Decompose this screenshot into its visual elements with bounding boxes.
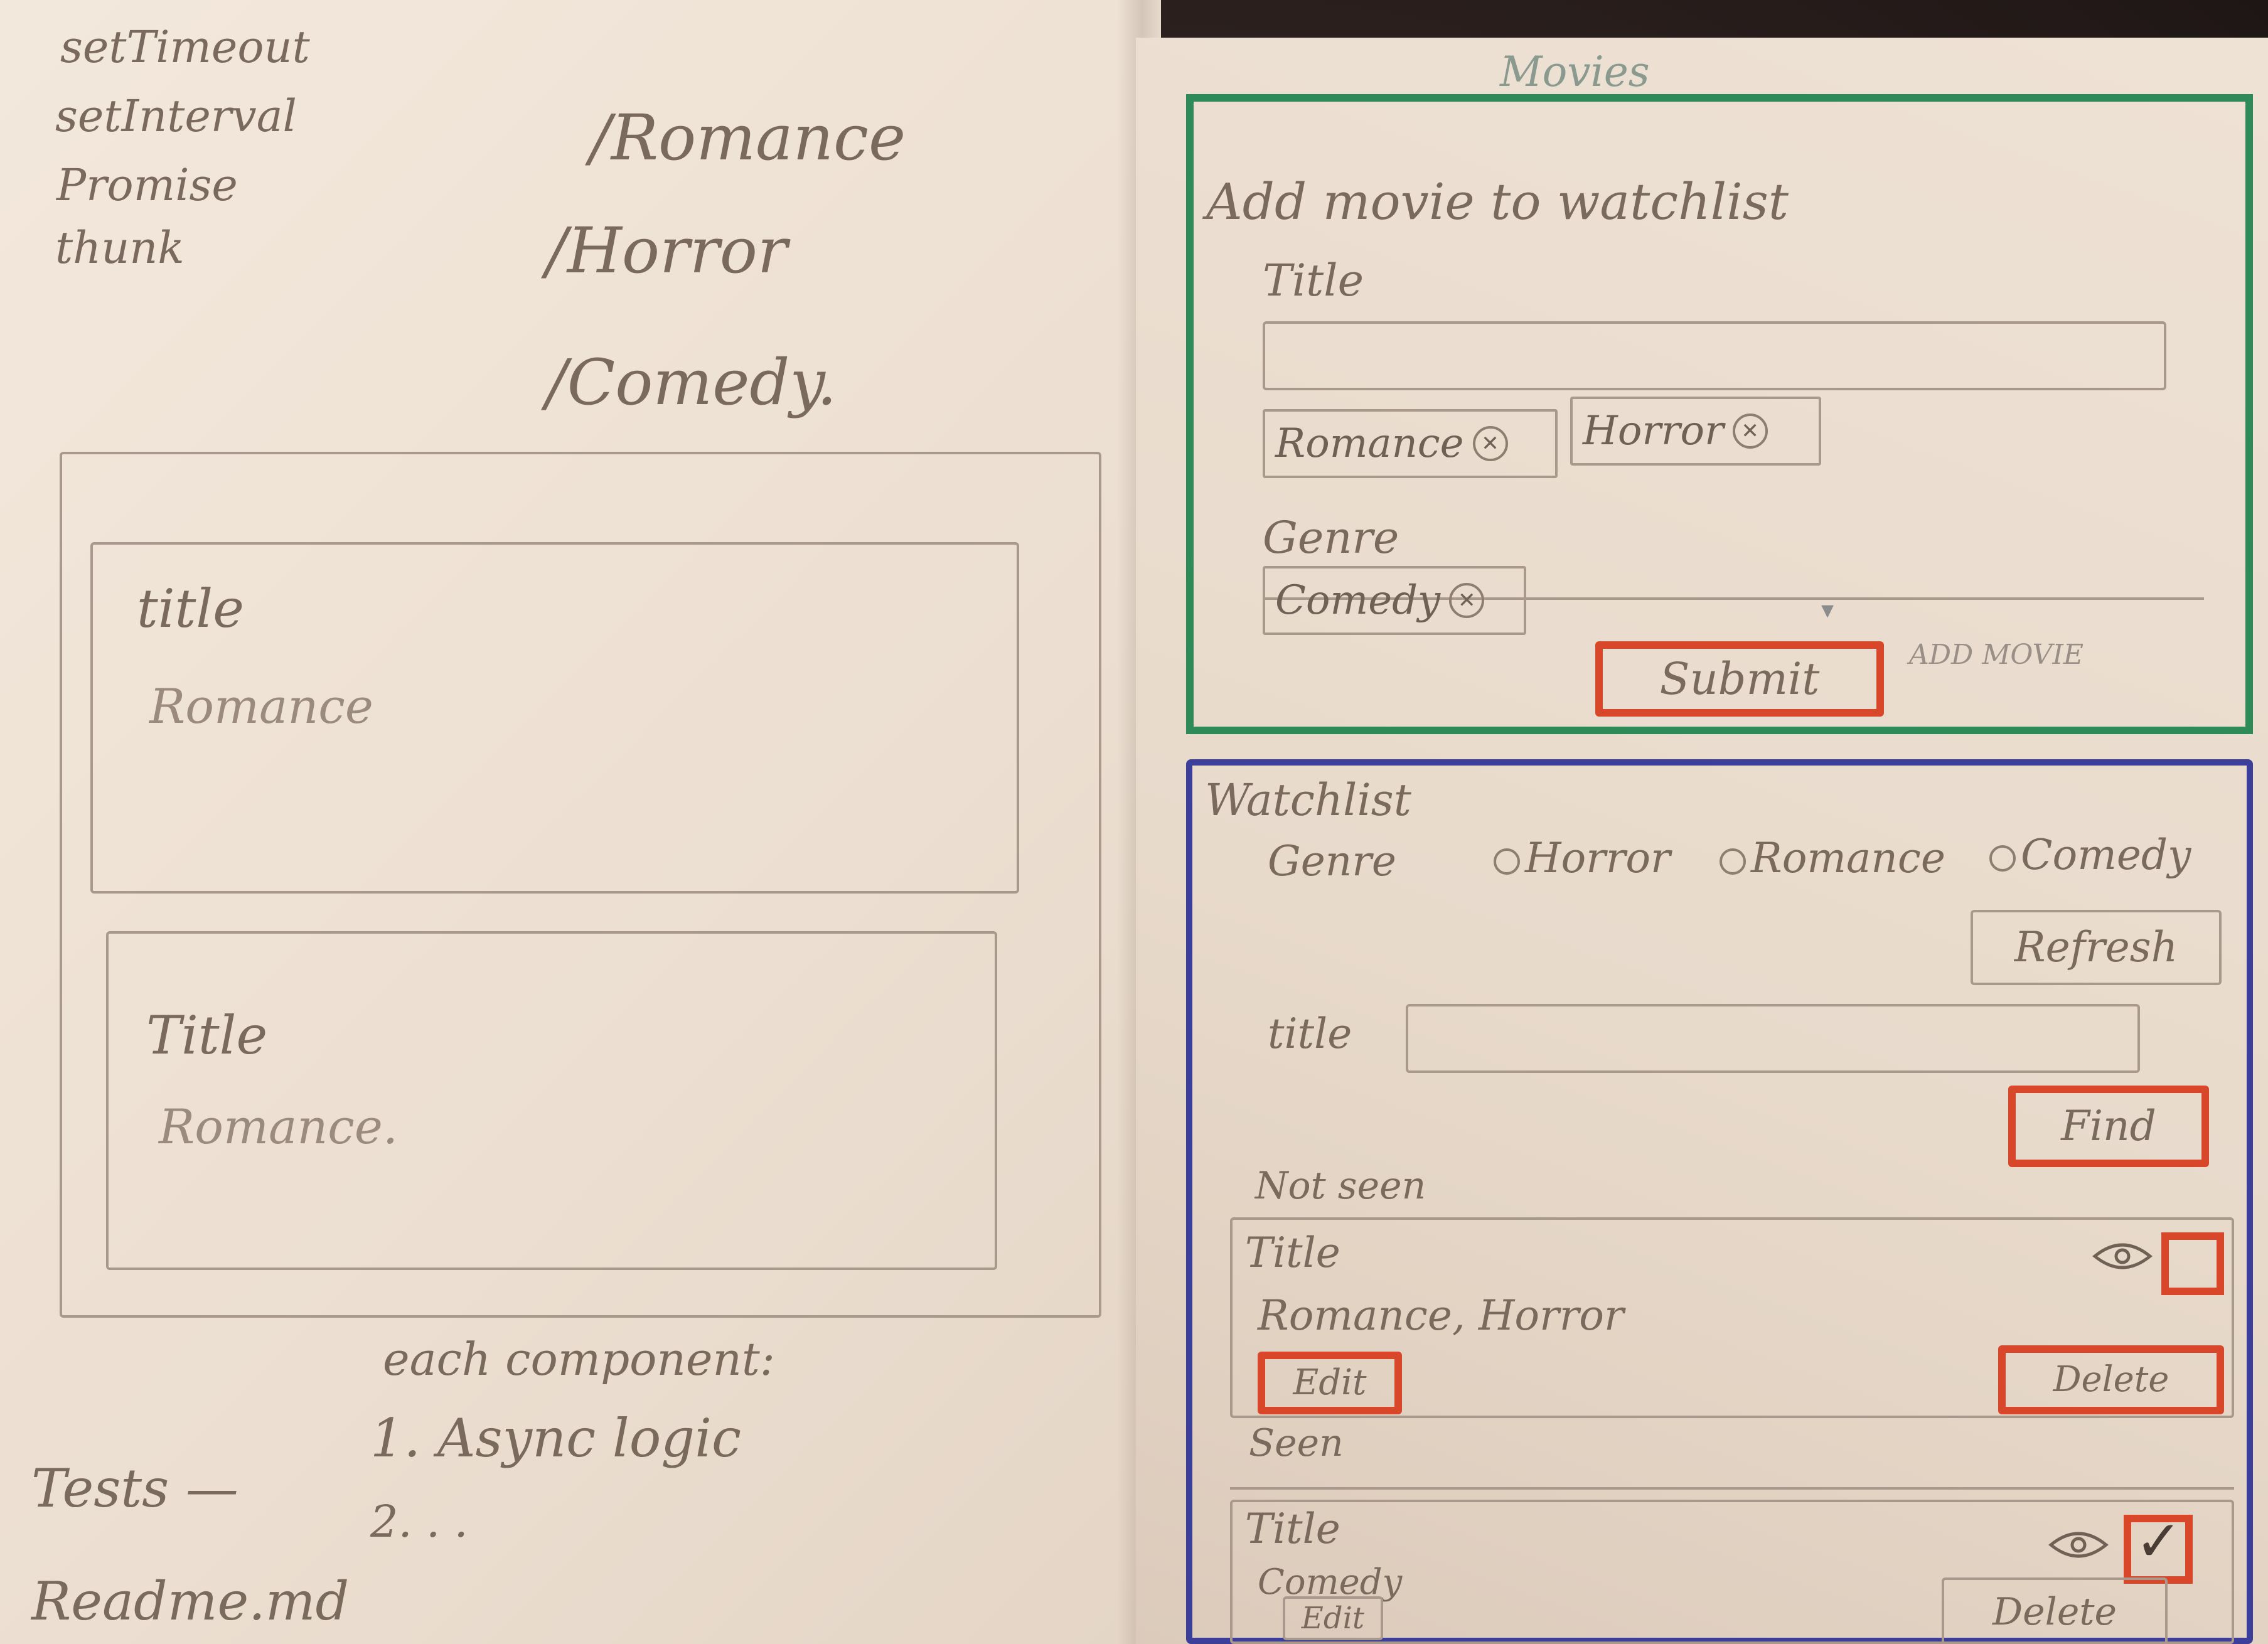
genre-chip-comedy[interactable]: Comedy ✕	[1263, 566, 1526, 635]
radio-icon[interactable]	[1989, 845, 2016, 872]
delete-button-label: Delete	[2053, 1359, 2169, 1400]
checkbox-icon[interactable]: ✓	[2124, 1508, 2193, 1584]
watchlist-panel: Watchlist Genre Horror Romance Comedy Re…	[1186, 759, 2253, 1644]
genre-option-comedy-label: Comedy	[2021, 831, 2191, 879]
route-comedy: /Comedy.	[546, 346, 837, 419]
refresh-button[interactable]: Refresh	[1971, 910, 2222, 985]
not-seen-label: Not seen	[1255, 1164, 1426, 1208]
check-icon: ✓	[2135, 1508, 2183, 1574]
add-movie-heading: Add movie to watchlist	[1206, 173, 1789, 231]
seen-label: Seen	[1249, 1421, 1344, 1465]
list-wireframe: title Romance Title Romance.	[60, 452, 1101, 1318]
genre-option-romance-label: Romance	[1751, 834, 1945, 882]
right-page: Movies Add movie to watchlist Title Roma…	[1136, 38, 2268, 1644]
card-1-title: title	[137, 578, 244, 639]
refresh-button-label: Refresh	[2014, 923, 2178, 971]
genre-option-horror-label: Horror	[1525, 834, 1671, 882]
card-1: title Romance	[90, 542, 1019, 894]
radio-icon[interactable]	[1720, 848, 1746, 875]
delete-button[interactable]: Delete	[1942, 1577, 2168, 1644]
genre-filter-label: Genre	[1268, 837, 1396, 885]
delete-button[interactable]: Delete	[1998, 1345, 2224, 1414]
title-chip-romance[interactable]: Romance ✕	[1263, 409, 1558, 478]
title-chip-horror[interactable]: Horror ✕	[1570, 397, 1821, 466]
genre-option-horror[interactable]: Horror	[1494, 838, 1671, 879]
note-setinterval: setInterval	[55, 90, 297, 142]
watchlist-heading: Watchlist	[1205, 774, 1411, 826]
item-2-note: 2. . .	[370, 1496, 468, 1547]
find-button[interactable]: Find	[2008, 1086, 2209, 1167]
genre-option-romance[interactable]: Romance	[1720, 838, 1945, 879]
submit-button[interactable]: Submit	[1595, 641, 1884, 717]
edit-button-label: Edit	[1293, 1362, 1367, 1403]
chevron-down-icon[interactable]: ▾	[1821, 595, 1834, 624]
edit-button[interactable]: Edit	[1258, 1352, 1402, 1414]
radio-icon[interactable]	[1494, 848, 1520, 875]
edit-button[interactable]: Edit	[1283, 1596, 1383, 1640]
chip-comedy-label: Comedy	[1275, 577, 1441, 624]
async-logic-note: 1. Async logic	[370, 1407, 742, 1469]
genre-label: Genre	[1263, 512, 1399, 563]
left-page: setTimeout setInterval Promise thunk /Ro…	[0, 0, 1161, 1644]
note-thunk: thunk	[55, 222, 185, 274]
title-label: Title	[1263, 255, 1364, 306]
chip-horror-label: Horror	[1583, 408, 1724, 454]
note-promise: Promise	[56, 159, 238, 211]
not-seen-item-genres: Romance, Horror	[1258, 1291, 1624, 1340]
route-romance: /Romance	[590, 101, 906, 174]
chip-romance-label: Romance	[1275, 420, 1464, 467]
genre-option-comedy[interactable]: Comedy	[1989, 835, 2191, 876]
card-1-genre: Romance	[149, 678, 373, 734]
list-item: Title ✓ Comedy Edit Delete	[1230, 1500, 2234, 1644]
card-2-title: Title	[146, 1005, 268, 1066]
checkbox-icon[interactable]	[2161, 1232, 2224, 1295]
eye-icon[interactable]	[2092, 1239, 2153, 1274]
seen-item-genres: Comedy	[1258, 1562, 1403, 1603]
route-horror: /Horror	[546, 214, 788, 287]
add-movie-form: Add movie to watchlist Title Romance ✕ H…	[1186, 94, 2253, 734]
not-seen-item-title: Title	[1245, 1229, 1340, 1277]
close-circle-icon[interactable]: ✕	[1472, 426, 1508, 461]
genre-input-underline	[1263, 597, 2204, 600]
delete-button-label: Delete	[1993, 1590, 2117, 1634]
list-item: Title Romance, Horror Edit Delete	[1230, 1217, 2234, 1418]
find-button-label: Find	[2061, 1102, 2156, 1150]
close-circle-icon[interactable]: ✕	[1732, 414, 1768, 449]
readme-note: Readme.md	[31, 1571, 350, 1632]
seen-item-title: Title	[1245, 1505, 1340, 1553]
card-2-genre: Romance.	[159, 1099, 399, 1155]
title-input[interactable]	[1263, 321, 2166, 390]
card-2: Title Romance.	[106, 931, 997, 1270]
tests-note: Tests —	[31, 1458, 238, 1519]
submit-button-label: Submit	[1659, 653, 1820, 705]
movies-header: Movies	[1500, 48, 1650, 96]
edit-button-label: Edit	[1301, 1601, 1365, 1636]
add-movie-annotation: ADD MOVIE	[1909, 639, 2083, 671]
watchlist-title-input[interactable]	[1406, 1004, 2140, 1073]
note-settimeout: setTimeout	[60, 21, 310, 73]
watchlist-title-label: title	[1268, 1010, 1352, 1058]
eye-icon[interactable]	[2048, 1527, 2109, 1562]
each-component-note: each component:	[383, 1333, 776, 1385]
seen-divider	[1230, 1487, 2234, 1490]
close-circle-icon[interactable]: ✕	[1449, 583, 1485, 618]
